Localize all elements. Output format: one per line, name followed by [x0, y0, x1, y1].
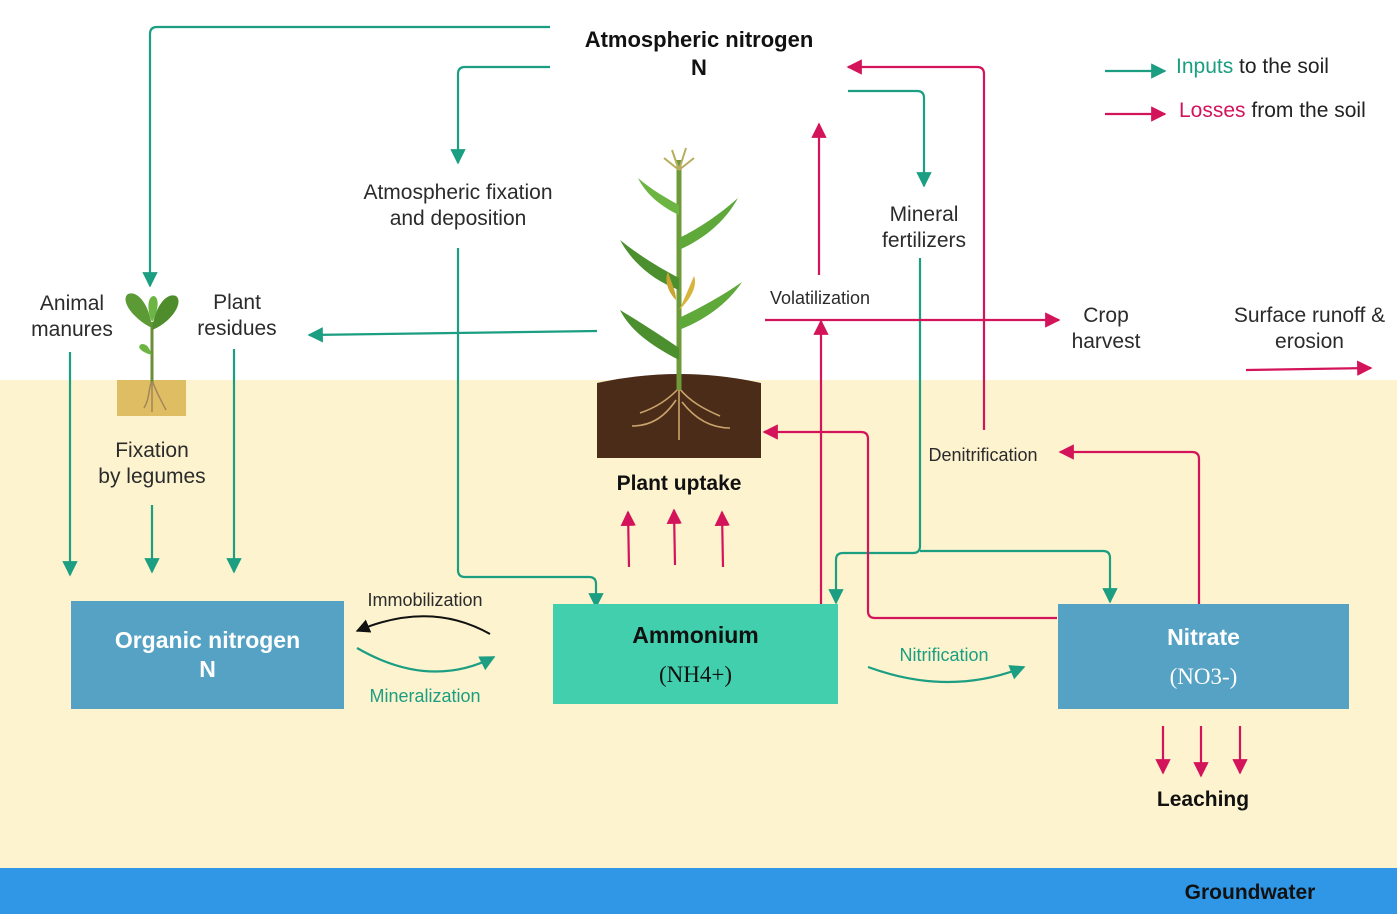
arrow-denitrification-to-atm	[846, 59, 986, 430]
organic-nitrogen-title: Organic nitrogen	[114, 627, 301, 653]
leaching-label: Leaching	[1156, 788, 1250, 811]
volatilization-label: Volatilization	[769, 288, 871, 308]
nitrate-formula: (NO3-)	[1169, 664, 1238, 689]
arrow-surface-runoff	[1245, 360, 1373, 376]
arrow-atm-to-fixation	[450, 65, 550, 165]
fixation-legumes-label: Fixation by legumes	[82, 438, 222, 490]
arrow-nitrate-to-plant	[762, 424, 1057, 620]
arrow-fixation-to-ammonium	[456, 248, 604, 609]
nitrate-box: Nitrate (NO3-)	[1058, 604, 1349, 709]
arrow-nitrification	[867, 665, 1026, 684]
atmospheric-fixation-line1: Atmospheric fixation	[363, 181, 553, 204]
legume-seedling-icon	[117, 293, 186, 416]
plant-residues-label: Plant residues	[182, 290, 292, 342]
legend-inputs: Inputs to the soil	[1176, 55, 1329, 79]
arrow-plant-to-residues	[307, 327, 598, 343]
arrow-atm-to-fertilizers	[848, 89, 932, 188]
atmospheric-fixation-line2: and deposition	[389, 207, 527, 230]
ammonium-title: Ammonium	[632, 621, 759, 648]
plant-uptake-label: Plant uptake	[616, 472, 742, 495]
arrow-immobilization	[355, 615, 491, 635]
ammonium-box: Ammonium (NH4+)	[553, 604, 838, 704]
surface-runoff-line2: erosion	[1275, 330, 1344, 353]
arrow-fertilizer-to-nitrate	[920, 549, 1118, 604]
legend-losses-rest: from the soil	[1245, 99, 1366, 122]
fixation-legumes-line1: Fixation	[115, 439, 189, 462]
atmospheric-nitrogen-label: Atmospheric nitrogen N	[549, 26, 849, 82]
arrow-uptake-1	[620, 510, 636, 568]
animal-manures-line1: Animal	[39, 292, 105, 315]
arrow-uptake-2	[666, 508, 682, 566]
corn-plant-icon	[597, 147, 761, 458]
organic-nitrogen-symbol: N	[199, 656, 216, 682]
mineral-fertilizers-line2: fertilizers	[881, 229, 966, 252]
animal-manures-label: Animal manures	[17, 291, 127, 343]
legend-inputs-rest: to the soil	[1233, 55, 1329, 78]
animal-manures-line2: manures	[31, 318, 113, 341]
arrow-fertilizer-to-ammonium	[828, 258, 922, 605]
mineral-fertilizers-label: Mineral fertilizers	[864, 202, 984, 254]
atmospheric-nitrogen-symbol: N	[691, 55, 707, 80]
surface-runoff-label: Surface runoff & erosion	[1222, 303, 1397, 355]
atmospheric-fixation-label: Atmospheric fixation and deposition	[338, 180, 578, 232]
arrow-nitrate-to-denitrification	[1058, 444, 1201, 604]
denitrification-label: Denitrification	[928, 445, 1038, 465]
arrow-atm-to-legumes	[142, 25, 550, 288]
arrow-uptake-3	[714, 510, 730, 568]
crop-harvest-line2: harvest	[1071, 330, 1141, 353]
fixation-legumes-line2: by legumes	[98, 465, 206, 488]
mineralization-label: Mineralization	[369, 686, 481, 706]
legend-losses-word: Losses	[1179, 99, 1246, 122]
crop-harvest-label: Crop harvest	[1046, 303, 1166, 355]
nitrification-label: Nitrification	[899, 645, 989, 665]
crop-harvest-line1: Crop	[1083, 304, 1129, 327]
atmospheric-nitrogen-title: Atmospheric nitrogen	[584, 27, 814, 52]
groundwater-label: Groundwater	[1184, 881, 1316, 904]
immobilization-label: Immobilization	[367, 590, 483, 610]
plant-residues-line2: residues	[197, 317, 277, 340]
surface-runoff-line1: Surface runoff &	[1233, 304, 1386, 327]
mineral-fertilizers-line1: Mineral	[889, 203, 959, 226]
arrow-mineralization	[356, 647, 496, 673]
organic-nitrogen-box: Organic nitrogen N	[71, 601, 344, 709]
nitrate-title: Nitrate	[1167, 624, 1240, 650]
ammonium-formula: (NH4+)	[658, 661, 732, 687]
legend-losses: Losses from the soil	[1179, 99, 1366, 123]
legend-inputs-word: Inputs	[1176, 55, 1234, 78]
plant-residues-line1: Plant	[213, 291, 261, 314]
groundwater-layer	[0, 868, 1397, 914]
